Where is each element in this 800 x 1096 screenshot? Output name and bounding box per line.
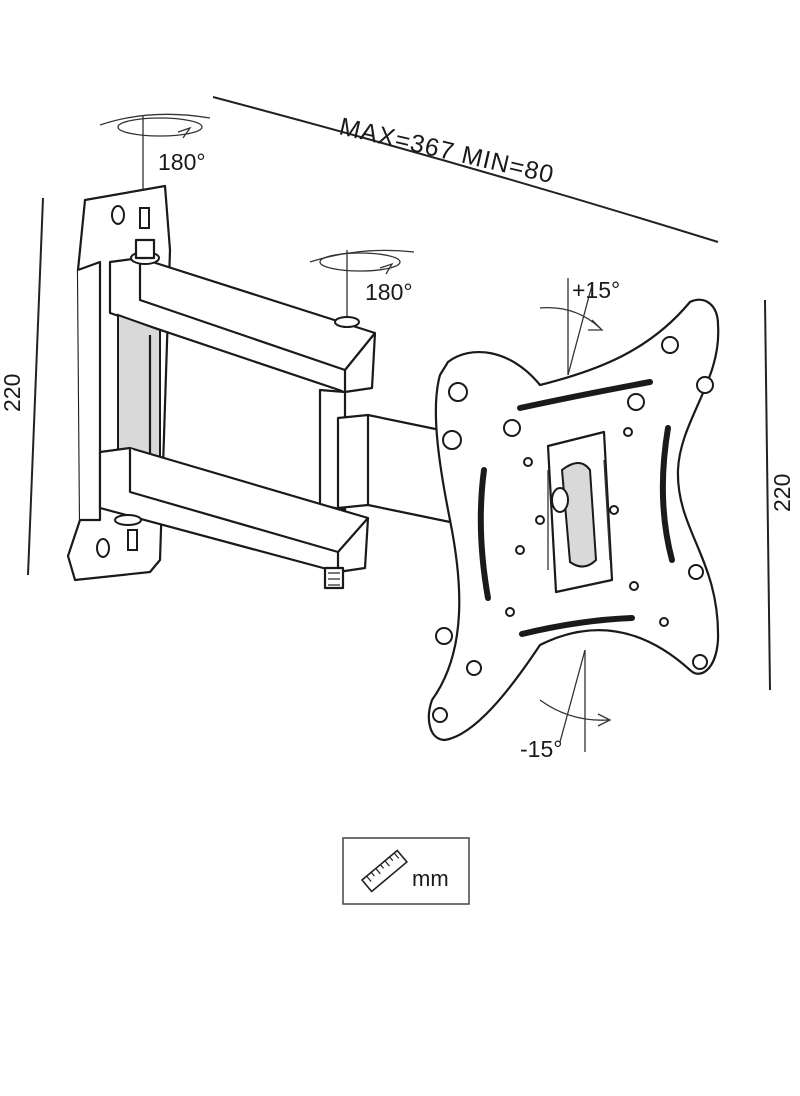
left-height-dimension: 220 [0, 197, 44, 576]
ruler-icon [360, 849, 409, 893]
unit-box-frame [342, 837, 470, 905]
arm-swivel-indicator: 180° [309, 249, 415, 322]
right-height-dimension: 220 [764, 299, 795, 691]
tilt-up-indicator: +15° [539, 277, 620, 376]
unit-box: mm [342, 837, 470, 905]
tilt-up-label: +15° [572, 277, 620, 303]
wall-screw-hole-bottom [96, 538, 110, 558]
vesa-plate [427, 298, 720, 742]
unit-label: mm [412, 866, 449, 891]
tilt-down-label: -15° [520, 736, 562, 762]
arm-swivel-label: 180° [365, 279, 413, 305]
wall-swivel-indicator: 180° [99, 113, 211, 190]
extension-bar [336, 413, 452, 524]
upper-arm [108, 238, 377, 394]
wall-screw-hole-top [111, 205, 125, 225]
right-height-label: 220 [769, 474, 795, 512]
lower-arm [98, 446, 370, 590]
left-height-label: 220 [0, 374, 25, 412]
keyhole [448, 382, 468, 402]
tilt-down-indicator: -15° [520, 649, 612, 762]
extension-dimension: MAX=367 MIN=80 [212, 96, 719, 243]
extension-label: MAX=367 MIN=80 [337, 113, 557, 190]
wall-swivel-label: 180° [158, 149, 206, 175]
